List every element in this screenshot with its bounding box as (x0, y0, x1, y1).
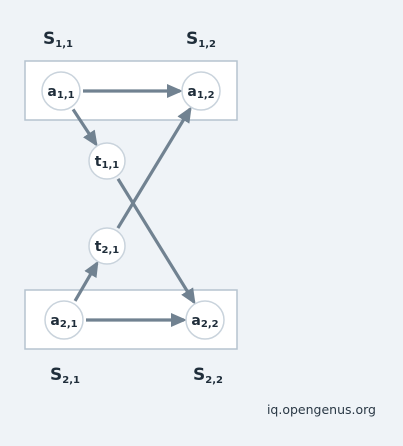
node-a11: a1,1 (41, 71, 81, 111)
edge-a21-to-t21 (73, 260, 99, 302)
edge-a11-to-t11 (71, 108, 98, 147)
node-t21-label: t2,1 (95, 239, 119, 256)
edge-t11-to-a22 (116, 178, 196, 305)
station-s12-label: S1,2 (186, 29, 216, 50)
node-a22-label: a2,2 (191, 313, 218, 330)
node-a11-label: a1,1 (47, 84, 74, 101)
station-s11-label: S1,1 (43, 29, 73, 50)
node-a12-label: a1,2 (187, 84, 214, 101)
node-a21-label: a2,1 (50, 313, 77, 330)
node-a22: a2,2 (185, 300, 225, 340)
edges-group (71, 84, 196, 327)
node-a21: a2,1 (44, 300, 84, 340)
node-a12: a1,2 (181, 71, 221, 111)
node-t11-label: t1,1 (95, 154, 119, 171)
node-t11: t1,1 (88, 142, 126, 180)
node-t21: t2,1 (88, 227, 126, 265)
station-s21-label: S2,1 (50, 365, 80, 386)
station-s22-label: S2,2 (193, 365, 223, 386)
edge-t21-to-a12 (116, 106, 192, 229)
watermark-text: iq.opengenus.org (266, 402, 376, 417)
